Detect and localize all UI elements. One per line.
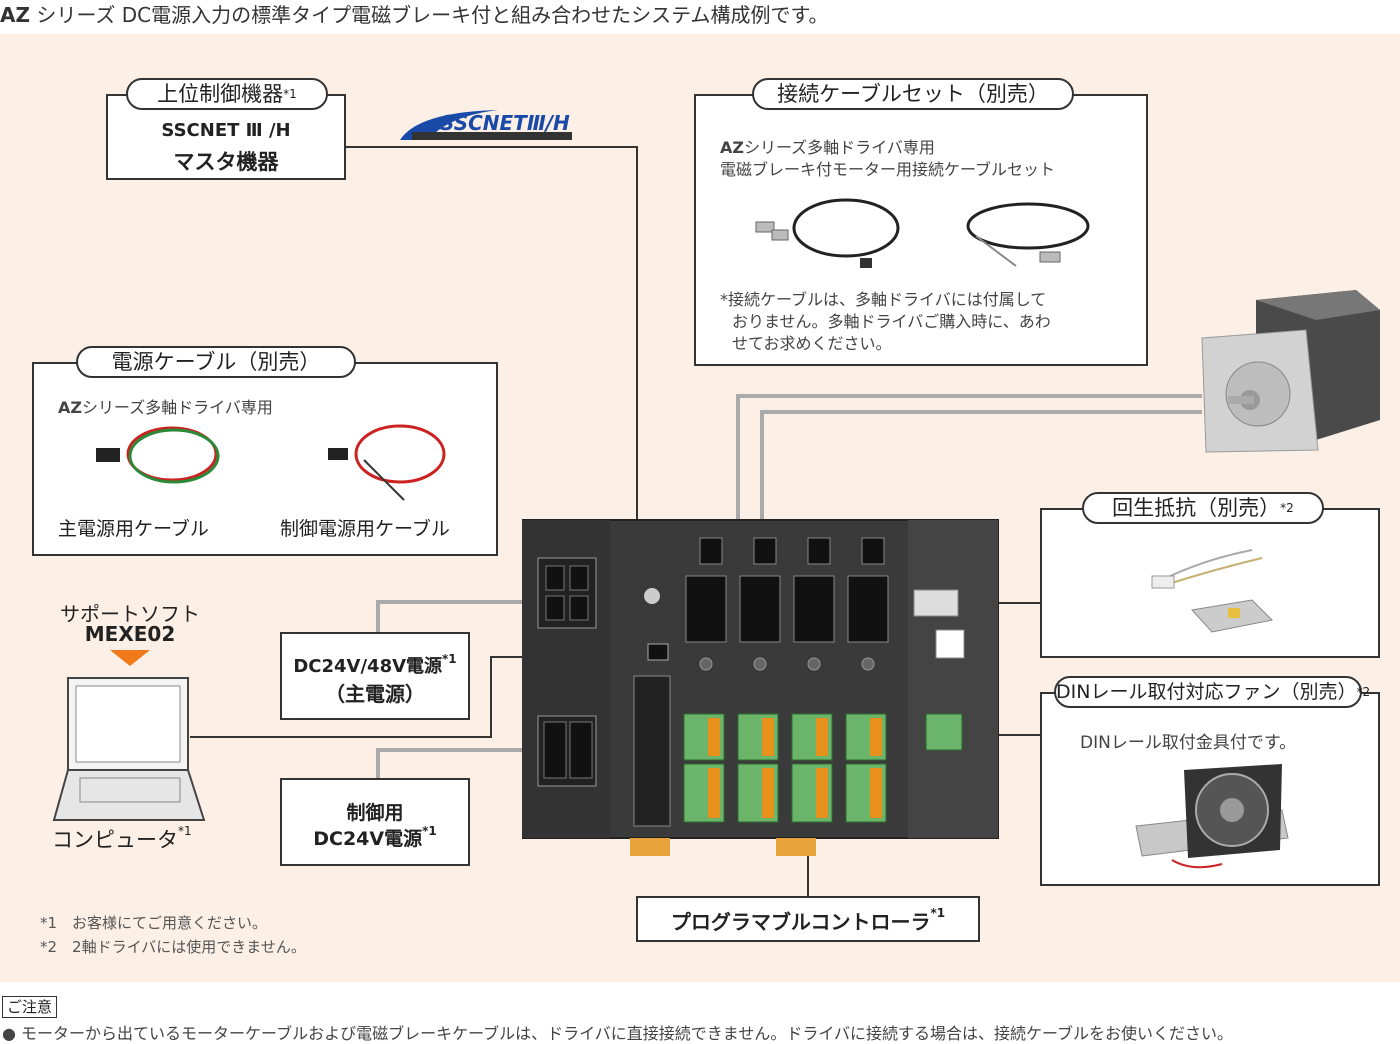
ctrl-power-line2: DC24V電源*1 <box>282 824 468 851</box>
motor-image <box>1196 290 1380 460</box>
note-1: *1 お客様にてご用意ください。 <box>40 912 267 933</box>
regen-title-text: 回生抵抗（別売） <box>1112 496 1280 520</box>
note-2: *2 2軸ドライバには使用できません。 <box>40 936 306 957</box>
resistor-image <box>1142 540 1292 640</box>
computer-label-sup: *1 <box>178 824 192 838</box>
power-cable-box: AZシリーズ多軸ドライバ専用 主電源用ケーブル 制御電源用ケーブル <box>32 362 498 556</box>
arrow-down-icon <box>110 650 150 666</box>
host-line1: SSCNET Ⅲ /H <box>108 120 344 141</box>
sscnet-logo-text: SSCNETⅢ/H <box>440 111 570 135</box>
cable-main-power-v <box>376 600 380 634</box>
laptop-icon <box>50 674 210 824</box>
din-fan-title: DINレール取付対応ファン（別売）*2 <box>1054 676 1362 708</box>
caution-label: ご注意 <box>2 996 57 1018</box>
figure-caption: AZ シリーズ DC電源入力の標準タイプ電磁ブレーキ付と組み合わせたシステム構成… <box>0 0 828 34</box>
plc-label: プログラマブルコントローラ*1 <box>638 906 978 935</box>
software-line2: MEXE02 <box>50 622 210 646</box>
line-computer-v <box>490 656 492 738</box>
regen-resistor-box <box>1040 508 1380 658</box>
power-cable-desc-text: シリーズ多軸ドライバ専用 <box>82 398 273 417</box>
cable-image-2 <box>956 196 1096 276</box>
ctrl-power-box: 制御用 DC24V電源*1 <box>280 778 470 866</box>
plc-label-text: プログラマブルコントローラ <box>671 910 931 934</box>
cable-set-note2: おりません。多軸ドライバご購入時に、あわ <box>732 308 1051 332</box>
regen-title-sup: *2 <box>1280 501 1294 515</box>
cable-set-desc-bold: AZ <box>720 138 744 157</box>
cable-ctrl-power-v <box>376 748 380 780</box>
power-cable-desc-bold: AZ <box>58 398 82 417</box>
cable-set-title: 接続ケーブルセット（別売） <box>752 78 1074 110</box>
driver-unit-image <box>522 516 1000 860</box>
main-power-cable-label: 主電源用ケーブル <box>58 514 209 541</box>
line-host-to-driver-h <box>344 146 638 148</box>
sscnet-logo: SSCNETⅢ/H <box>398 104 574 142</box>
ctrl-power-cable-image <box>324 420 454 506</box>
cable-main-power <box>378 600 528 604</box>
motor-cable-1 <box>736 394 1202 398</box>
power-cable-desc: AZシリーズ多軸ドライバ専用 <box>58 394 273 418</box>
power-cable-title: 電源ケーブル（別売） <box>76 346 356 378</box>
main-power-sup: *1 <box>442 652 457 666</box>
line-host-to-driver-v <box>636 146 638 522</box>
cable-set-box: AZシリーズ多軸ドライバ専用 電磁ブレーキ付モーター用接続ケーブルセット *接続… <box>694 94 1148 366</box>
main-power-line1-text: DC24V/48V電源 <box>293 656 442 677</box>
cable-ctrl-power <box>378 748 528 752</box>
cable-set-note3: せてお求めください。 <box>732 330 892 354</box>
ctrl-power-line2-text: DC24V電源 <box>313 828 422 850</box>
plc-box: プログラマブルコントローラ*1 <box>636 896 980 942</box>
din-fan-title-text: DINレール取付対応ファン（別売） <box>1056 681 1356 703</box>
fan-image <box>1132 760 1292 876</box>
ctrl-power-line1: 制御用 <box>282 798 468 825</box>
caption-text: シリーズ DC電源入力の標準タイプ電磁ブレーキ付と組み合わせたシステム構成例です… <box>30 3 828 27</box>
caution-text: ● モーターから出ているモーターケーブルおよび電磁ブレーキケーブルは、ドライバに… <box>2 1020 1233 1044</box>
plc-label-sup: *1 <box>930 906 945 920</box>
computer-label-text: コンピュータ <box>52 828 178 852</box>
host-title-sup: *1 <box>283 87 297 101</box>
regen-resistor-title: 回生抵抗（別売）*2 <box>1082 492 1324 524</box>
cable-set-desc2: 電磁ブレーキ付モーター用接続ケーブルセット <box>720 156 1055 180</box>
line-computer-h <box>190 736 490 738</box>
caption-bold: AZ <box>0 3 30 27</box>
cable-set-desc1-text: シリーズ多軸ドライバ専用 <box>744 138 935 157</box>
din-fan-title-sup: *2 <box>1356 685 1370 699</box>
host-title-text: 上位制御機器 <box>157 82 283 106</box>
computer-label: コンピュータ*1 <box>52 824 192 854</box>
host-controller-title: 上位制御機器*1 <box>126 78 328 110</box>
cable-set-note1: *接続ケーブルは、多軸ドライバには付属して <box>720 286 1046 310</box>
main-power-line2: （主電源） <box>282 678 468 707</box>
motor-cable-2 <box>760 410 1202 414</box>
main-power-cable-image <box>92 422 222 506</box>
main-power-box: DC24V/48V電源*1 （主電源） <box>280 632 470 720</box>
cable-image-1 <box>746 192 906 276</box>
din-fan-box: DINレール取付金具付です。 <box>1040 692 1380 886</box>
ctrl-power-sup: *1 <box>422 824 437 838</box>
host-line2: マスタ機器 <box>108 146 344 176</box>
cable-set-desc1: AZシリーズ多軸ドライバ専用 <box>720 134 935 158</box>
din-fan-desc: DINレール取付金具付です。 <box>1080 728 1296 753</box>
ctrl-power-cable-label: 制御電源用ケーブル <box>280 514 450 541</box>
main-power-line1: DC24V/48V電源*1 <box>282 652 468 678</box>
